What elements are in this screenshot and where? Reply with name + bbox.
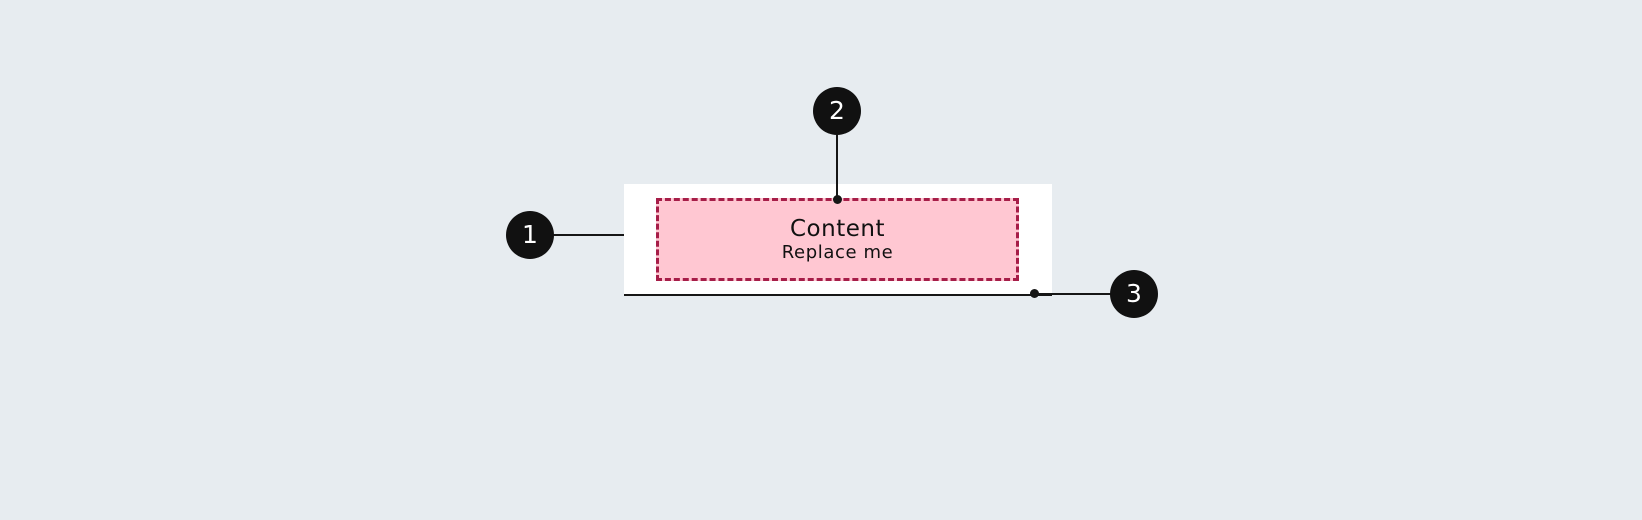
callout-3-leader: [1034, 293, 1112, 295]
callout-1-marker: 1: [506, 211, 554, 259]
callout-2-marker: 2: [813, 87, 861, 135]
callout-2-leader: [836, 135, 838, 198]
content-slot-title: Content: [790, 215, 885, 242]
callout-3-marker: 3: [1110, 270, 1158, 318]
callout-1-leader: [553, 234, 624, 236]
callout-3-dot: [1030, 289, 1039, 298]
callout-2-dot: [833, 195, 842, 204]
container-bottom-border: [624, 294, 1052, 296]
content-slot: Content Replace me: [656, 198, 1019, 281]
content-slot-subtitle: Replace me: [781, 241, 894, 263]
